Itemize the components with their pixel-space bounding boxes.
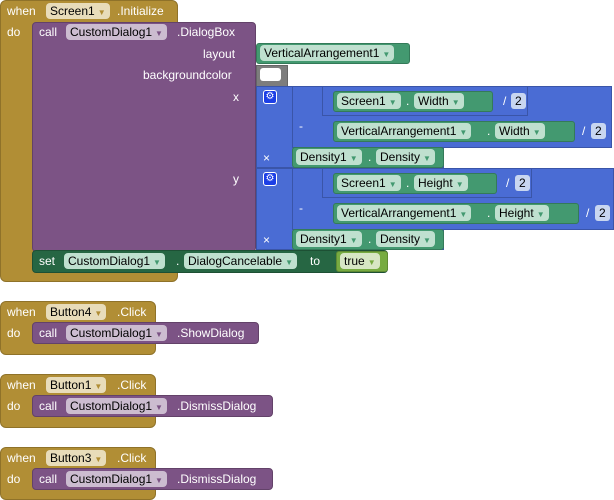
gear-icon[interactable]: ⚙: [263, 90, 277, 104]
dot-separator: .: [368, 150, 372, 164]
set-keyword: set: [39, 254, 56, 268]
property-dropdown-density[interactable]: Density▼: [376, 231, 435, 247]
do-keyword: do: [7, 472, 21, 486]
arg-label-backgroundcolor: backgroundcolor: [143, 68, 232, 82]
chevron-down-icon: ▼: [349, 236, 358, 245]
minus-operator: -: [299, 201, 303, 215]
when-keyword: when: [7, 451, 36, 465]
component-dropdown-screen1[interactable]: Screen1▼: [46, 3, 110, 19]
chevron-down-icon: ▼: [423, 154, 431, 163]
chevron-down-icon: ▼: [388, 98, 397, 107]
do-keyword: do: [7, 326, 21, 340]
call-keyword: call: [39, 399, 58, 413]
dot-separator: .: [487, 124, 491, 138]
chevron-down-icon: ▼: [536, 210, 545, 219]
dot-separator: .: [368, 232, 372, 246]
event-name: .Initialize: [117, 4, 164, 18]
event-name: .Click: [117, 378, 147, 392]
color-swatch-white[interactable]: [260, 68, 281, 81]
chevron-down-icon: ▼: [155, 476, 163, 485]
component-dropdown-customdialog1[interactable]: CustomDialog1▼: [66, 24, 167, 40]
call-dialogbox-block[interactable]: [32, 22, 256, 252]
arg-label-layout: layout: [203, 47, 236, 61]
chevron-down-icon: ▼: [94, 309, 103, 318]
method-name: .DialogBox: [177, 25, 236, 39]
chevron-down-icon: ▼: [155, 330, 163, 339]
component-dropdown-density1[interactable]: Density1▼: [296, 149, 362, 165]
minus-operator: -: [299, 119, 303, 133]
chevron-down-icon: ▼: [423, 236, 431, 245]
chevron-down-icon: ▼: [382, 50, 391, 59]
call-keyword: call: [39, 326, 58, 340]
divide-operator: /: [586, 206, 590, 220]
component-dropdown-screen1[interactable]: Screen1▼: [337, 93, 401, 109]
times-operator: ×: [263, 233, 271, 247]
chevron-down-icon: ▼: [459, 128, 468, 137]
dot-separator: .: [176, 254, 180, 268]
divide-operator: /: [582, 124, 586, 138]
chevron-down-icon: ▼: [367, 258, 376, 267]
event-name: .Click: [117, 305, 147, 319]
component-dropdown-button3[interactable]: Button3▼: [46, 450, 107, 466]
do-keyword: do: [7, 399, 21, 413]
method-name: .ShowDialog: [177, 326, 245, 340]
chevron-down-icon: ▼: [459, 210, 468, 219]
property-dropdown-density[interactable]: Density▼: [376, 149, 435, 165]
when-keyword: when: [7, 305, 36, 319]
chevron-down-icon: ▼: [451, 98, 460, 107]
method-name: .DismissDialog: [177, 399, 257, 413]
when-keyword: when: [7, 4, 36, 18]
property-dropdown-dialogcancelable[interactable]: DialogCancelable▼: [184, 253, 297, 269]
component-dropdown-verticalarrangement1[interactable]: VerticalArrangement1▼: [337, 205, 472, 221]
when-keyword: when: [7, 378, 36, 392]
dot-separator: .: [487, 206, 491, 220]
dot-separator: .: [406, 94, 410, 108]
event-name: .Click: [117, 451, 147, 465]
dot-separator: .: [406, 176, 410, 190]
call-keyword: call: [39, 472, 58, 486]
chevron-down-icon: ▼: [532, 128, 541, 137]
chevron-down-icon: ▼: [349, 154, 358, 163]
chevron-down-icon: ▼: [155, 29, 163, 38]
component-dropdown-customdialog1[interactable]: CustomDialog1▼: [66, 325, 167, 341]
number-2[interactable]: 2: [511, 93, 526, 109]
divide-operator: /: [503, 94, 507, 108]
chevron-down-icon: ▼: [455, 180, 464, 189]
chevron-down-icon: ▼: [388, 180, 397, 189]
component-dropdown-screen1[interactable]: Screen1▼: [337, 175, 401, 191]
chevron-down-icon: ▼: [155, 403, 163, 412]
boolean-dropdown-true[interactable]: true▼: [340, 253, 380, 269]
chevron-down-icon: ▼: [285, 258, 293, 267]
component-dropdown-customdialog1[interactable]: CustomDialog1▼: [66, 398, 167, 414]
property-dropdown-height[interactable]: Height▼: [414, 175, 468, 191]
do-keyword: do: [7, 25, 21, 39]
times-operator: ×: [263, 151, 271, 165]
arg-label-y: y: [233, 172, 239, 186]
number-2[interactable]: 2: [515, 175, 530, 191]
call-keyword: call: [39, 25, 58, 39]
component-dropdown-verticalarrangement1[interactable]: VerticalArrangement1▼: [260, 45, 395, 61]
divide-operator: /: [506, 176, 510, 190]
property-dropdown-width[interactable]: Width▼: [414, 93, 464, 109]
component-dropdown-verticalarrangement1[interactable]: VerticalArrangement1▼: [337, 123, 472, 139]
chevron-down-icon: ▼: [97, 8, 106, 17]
number-2[interactable]: 2: [595, 205, 610, 221]
component-dropdown-button4[interactable]: Button4▼: [46, 304, 107, 320]
chevron-down-icon: ▼: [153, 258, 161, 267]
gear-icon[interactable]: ⚙: [263, 172, 277, 186]
arg-label-x: x: [233, 90, 239, 104]
chevron-down-icon: ▼: [94, 382, 103, 391]
component-dropdown-customdialog1[interactable]: CustomDialog1▼: [66, 471, 167, 487]
chevron-down-icon: ▼: [94, 455, 103, 464]
component-dropdown-density1[interactable]: Density1▼: [296, 231, 362, 247]
to-keyword: to: [310, 254, 321, 268]
component-dropdown-button1[interactable]: Button1▼: [46, 377, 107, 393]
number-2[interactable]: 2: [591, 123, 606, 139]
property-dropdown-height[interactable]: Height▼: [495, 205, 549, 221]
component-dropdown-customdialog1[interactable]: CustomDialog1▼: [64, 253, 165, 269]
method-name: .DismissDialog: [177, 472, 257, 486]
property-dropdown-width[interactable]: Width▼: [495, 123, 545, 139]
